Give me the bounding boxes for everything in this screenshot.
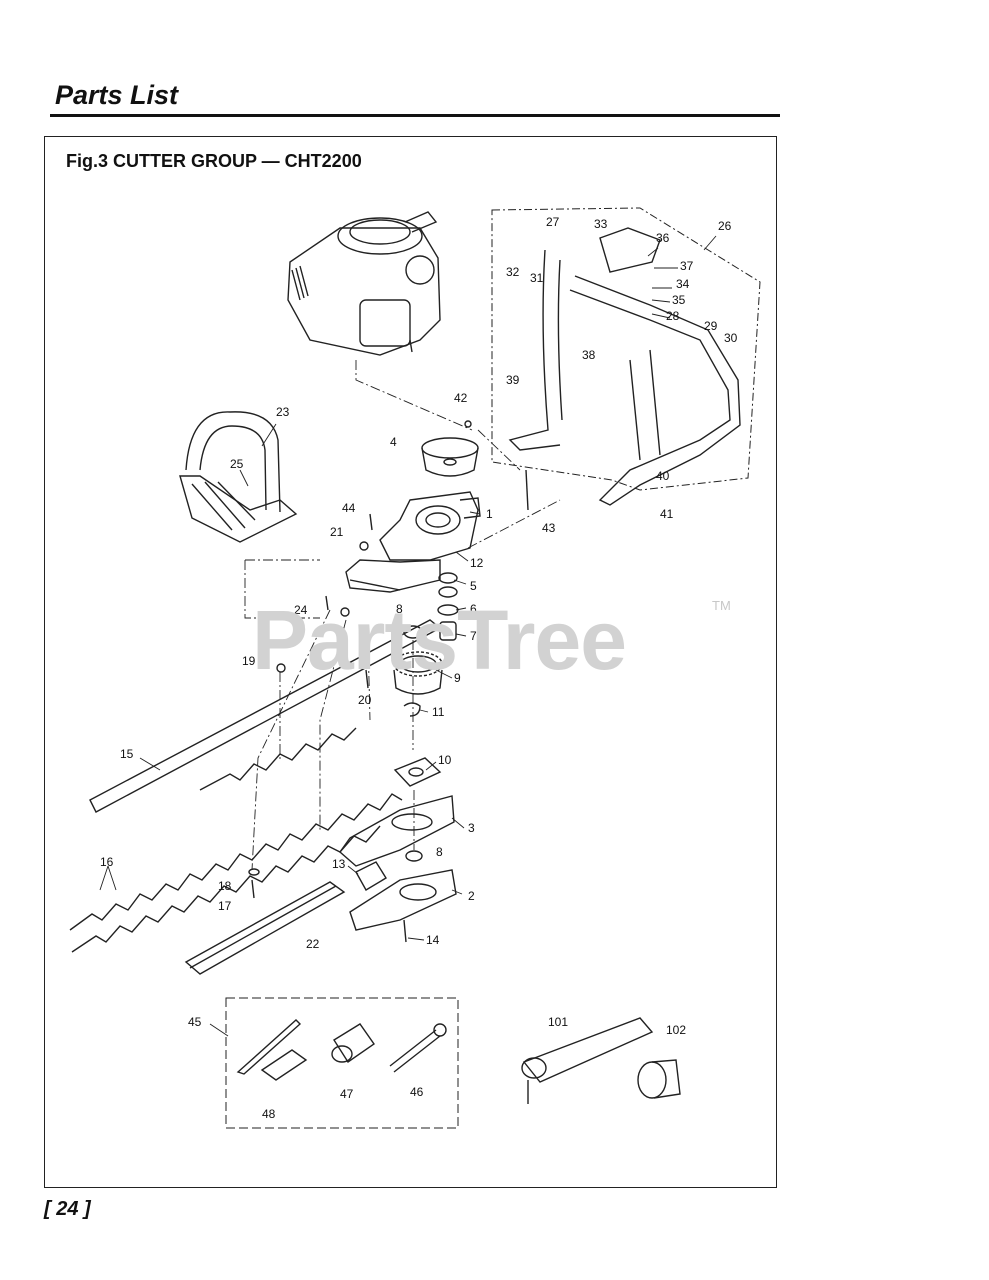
callout-label: 12 [470, 556, 484, 570]
callout-label: 29 [704, 319, 718, 333]
callout-label: 16 [100, 855, 114, 869]
callout-label: 28 [666, 309, 680, 323]
callout-label: 17 [218, 899, 232, 913]
callout-label: 41 [660, 507, 674, 521]
callout-label: 26 [718, 219, 732, 233]
callout-label: 47 [340, 1087, 354, 1101]
part-19-nut [276, 663, 286, 673]
callout-label: 101 [548, 1015, 568, 1029]
callout-label: 35 [672, 293, 686, 307]
callout-label: 42 [454, 391, 468, 405]
part-3-plate [339, 795, 455, 867]
callout-label: 4 [390, 435, 397, 449]
callout-label: 44 [342, 501, 356, 515]
callout-label: 5 [470, 579, 477, 593]
gear-case-illustration [345, 491, 481, 593]
part-47-socket [333, 1023, 375, 1063]
callout-label: 10 [438, 753, 452, 767]
part-24-bolt [325, 595, 329, 611]
heading-rule [50, 114, 780, 117]
callout-label: 23 [276, 405, 290, 419]
part-22-cover [184, 881, 346, 975]
figure-title: Fig.3 CUTTER GROUP — CHT2200 [66, 151, 362, 171]
callout-label: 37 [680, 259, 694, 273]
callout-label: 15 [120, 747, 134, 761]
page-heading: Parts List [55, 80, 179, 110]
callout-label: 11 [432, 705, 445, 719]
callout-label: 21 [330, 525, 344, 539]
callout-label: 43 [542, 521, 556, 535]
part-2-plate [349, 869, 457, 931]
part-46-spanner [389, 1029, 441, 1073]
callout-label: 38 [582, 348, 596, 362]
callout-label: 27 [546, 215, 560, 229]
callout-label: 20 [358, 693, 372, 707]
part-14-screw [403, 919, 407, 943]
callout-label: 6 [470, 602, 477, 616]
part-17-bolt [251, 879, 255, 899]
callout-label: 36 [656, 231, 670, 245]
part-10-plate [393, 757, 442, 787]
callout-label: 34 [676, 277, 690, 291]
part-8-bearing [403, 625, 423, 639]
engine-illustration [287, 211, 441, 356]
part-20-bolt [365, 669, 369, 689]
callout-label: 2 [468, 889, 475, 903]
part-11-circlip [403, 702, 421, 717]
callout-label: 9 [454, 671, 461, 685]
callout-label: 46 [410, 1085, 424, 1099]
part-44-bolt [369, 513, 373, 531]
watermark-trademark: TM [712, 598, 731, 613]
callout-label: 14 [426, 933, 440, 947]
part-7-pin [439, 621, 457, 641]
callout-label: 8 [436, 845, 443, 859]
part-101-wrench [522, 1017, 654, 1083]
callout-label: 102 [666, 1023, 686, 1037]
callout-label: 40 [656, 469, 670, 483]
callout-label: 45 [188, 1015, 202, 1029]
page-number: [ 24 ] [44, 1198, 91, 1220]
callout-label: 32 [506, 265, 520, 279]
part-18-washer [248, 868, 260, 876]
callout-label: 18 [218, 879, 232, 893]
part-13-block [355, 861, 387, 891]
part-21-washer [359, 541, 369, 551]
callout-label: 33 [594, 217, 608, 231]
part-102-socket [637, 1059, 681, 1099]
front-handle-illustration [179, 411, 298, 543]
callout-label: 1 [486, 507, 493, 521]
callout-label: 3 [468, 821, 475, 835]
callout-label: 22 [306, 937, 320, 951]
part-15-rod [89, 619, 442, 813]
tool-kit-frame [225, 997, 459, 1129]
rear-handle-illustration [508, 227, 741, 506]
callout-label: 24 [294, 603, 308, 617]
callout-label: 48 [262, 1107, 276, 1121]
figure-frame [44, 136, 777, 1188]
part-9-gear-illustration [393, 651, 443, 695]
watermark-logo: PartsTree [252, 593, 627, 687]
callout-label: 7 [470, 629, 477, 643]
callout-label: 8 [396, 602, 403, 616]
part-43-bolt [525, 469, 529, 511]
part-42-nut [464, 420, 472, 428]
part-4-illustration [421, 437, 479, 477]
callout-label: 25 [230, 457, 244, 471]
callout-label: 19 [242, 654, 256, 668]
callout-label: 39 [506, 373, 520, 387]
callout-label: 13 [332, 857, 346, 871]
callout-label: 30 [724, 331, 738, 345]
part-5-washer [438, 572, 458, 584]
callout-label: 31 [530, 271, 544, 285]
part-16-blades [69, 727, 403, 953]
part-48-screwdriver [236, 1019, 302, 1075]
